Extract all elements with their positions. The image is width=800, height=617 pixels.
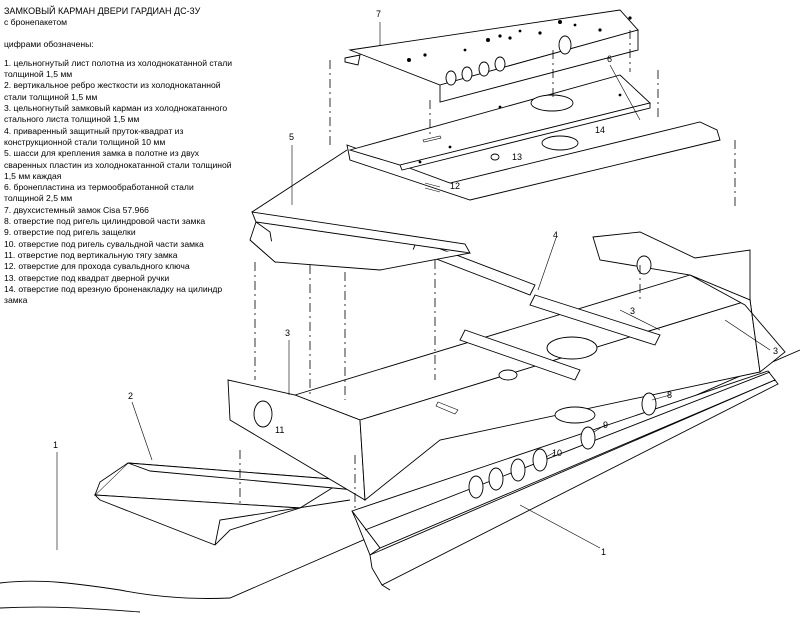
legend-item: 10. отверстие под ригель сувальдной част… <box>4 238 204 249</box>
legend-panel: ЗАМКОВЫЙ КАРМАН ДВЕРИ ГАРДИАН ДС-3У с бр… <box>4 6 234 306</box>
legend-item: 12. отверстие для прохода сувальдного кл… <box>4 261 190 272</box>
callout-4: 4 <box>553 230 558 240</box>
page-subtitle: с бронепакетом <box>4 17 68 28</box>
legend-item: 9. отверстие под ригель защелки <box>4 227 136 238</box>
callout-5: 5 <box>289 132 294 142</box>
legend-item: 8. отверстие под ригель цилиндровой част… <box>4 216 206 227</box>
callout-3a: 3 <box>285 328 290 338</box>
legend-item: 4. приваренный защитный пруток-квадрат и… <box>4 125 184 147</box>
alignment-lines <box>239 30 736 510</box>
door-sheet-holes <box>468 392 657 499</box>
callout-13: 13 <box>512 152 522 162</box>
legend-item: 11. отверстие под вертикальную тягу замк… <box>4 249 178 260</box>
part-7-lock <box>344 9 639 103</box>
part-6-armor-plate <box>348 74 651 171</box>
callout-10: 10 <box>552 448 562 458</box>
callout-11: 11 <box>275 425 284 435</box>
legend-intro: цифрами обозначены: <box>4 38 94 49</box>
legend-item: 7. двухсистемный замок Cisa 57.966 <box>4 204 149 215</box>
callout-2: 2 <box>128 391 133 401</box>
callout-3b: 3 <box>630 306 635 316</box>
legend-item: 6. бронепластина из термообработанной ст… <box>4 182 194 204</box>
callout-12: 12 <box>450 181 460 191</box>
legend-item: 1. цельногнутый лист полотна из холоднок… <box>4 57 233 80</box>
page-title: ЗАМКОВЫЙ КАРМАН ДВЕРИ ГАРДИАН ДС-3У <box>4 6 201 16</box>
callout-6: 6 <box>607 54 612 64</box>
part-1-door-sheet <box>0 349 800 613</box>
legend-item: 13. отверстие под квадрат дверной ручки <box>4 272 170 283</box>
part-3-lock-pocket <box>227 231 786 501</box>
callout-9: 9 <box>603 420 608 430</box>
callout-labels: 1 1 2 3 3 3 4 5 6 7 8 9 10 11 12 13 14 <box>53 9 778 557</box>
legend-item: 2. вертикальное ребро жесткости из холод… <box>4 80 221 102</box>
callout-7: 7 <box>376 9 381 19</box>
part-5-chassis <box>249 121 721 271</box>
part-2-stiffener <box>93 462 357 546</box>
callout-1b: 1 <box>601 547 606 557</box>
callout-8: 8 <box>667 390 672 400</box>
legend-item: 5. шасси для крепления замка в полотне и… <box>4 148 232 181</box>
callout-14: 14 <box>595 125 605 135</box>
legend-list: 1. цельногнутый лист полотна из холоднок… <box>4 58 234 307</box>
callout-1a: 1 <box>53 440 58 450</box>
legend-item: 14. отверстие под врезную броненакладку … <box>4 283 223 306</box>
legend-item: 3. цельногнутый замковый карман из холод… <box>4 103 228 125</box>
leader-lines <box>56 22 771 550</box>
callout-3c: 3 <box>773 346 778 356</box>
